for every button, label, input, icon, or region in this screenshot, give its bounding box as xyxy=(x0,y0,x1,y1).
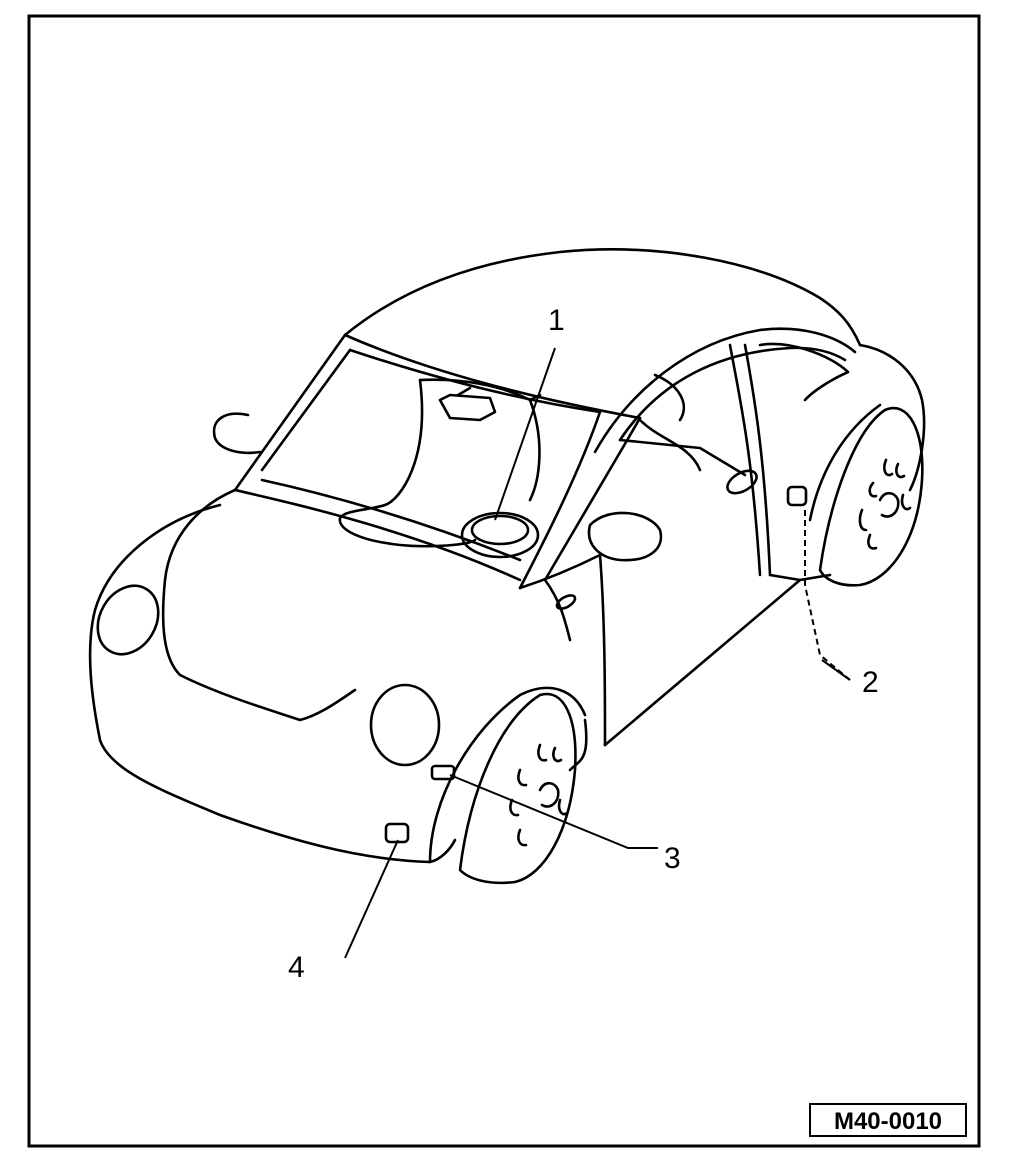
callout-label-4: 4 xyxy=(288,951,305,984)
callout-label-1: 1 xyxy=(548,304,565,337)
leader-line-3 xyxy=(449,774,658,849)
leader-line-1 xyxy=(494,347,556,521)
leader-line-2 xyxy=(804,510,851,681)
callout-labels: 1 2 3 4 xyxy=(288,304,879,984)
leader-lines xyxy=(344,347,851,959)
reference-code: M40-0010 xyxy=(834,1108,942,1135)
figure-frame xyxy=(27,14,981,1148)
reference-code-box: M40-0010 xyxy=(809,1103,967,1137)
leader-line-2-solid xyxy=(821,659,851,681)
callout-label-2: 2 xyxy=(862,666,879,699)
leader-line-4 xyxy=(344,839,399,959)
car-drawing xyxy=(88,248,926,885)
callout-label-3: 3 xyxy=(664,842,681,875)
